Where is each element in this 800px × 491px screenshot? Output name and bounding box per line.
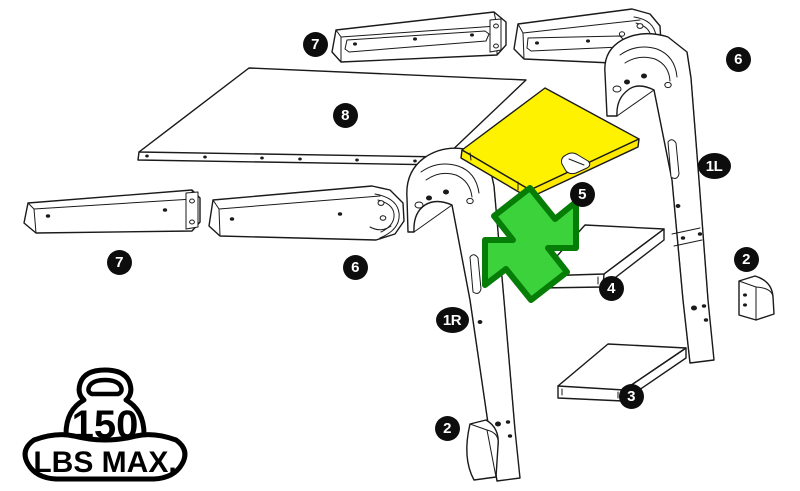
callout-6-top: 6 [725, 46, 751, 72]
part-2-foot-cap-right [738, 275, 775, 321]
callout-2-left: 2 [434, 415, 460, 441]
slot-handle-icon [561, 152, 591, 175]
callout-3: 3 [618, 383, 644, 409]
callout-1L: 1L [697, 153, 731, 179]
part-1L-left-leg [604, 32, 715, 364]
weight-number: 150 [72, 403, 139, 447]
banner-ribbon-icon [22, 432, 188, 482]
callout-7-top: 7 [302, 31, 328, 57]
part-7-left-rail [23, 189, 201, 234]
part-5-highlighted-shelf-panel [460, 87, 640, 199]
part-6-left-rail [208, 185, 405, 241]
part-6-upper-rail-top-right [513, 8, 662, 65]
callout-1R: 1R [435, 307, 469, 333]
weight-label: LBS MAX. [33, 446, 176, 479]
callout-4: 4 [598, 275, 624, 301]
callout-6-left: 6 [342, 254, 368, 280]
callout-2-right: 2 [733, 246, 759, 272]
weight-limit-badge: 150 LBS MAX. [14, 358, 196, 484]
callout-7-left: 7 [106, 249, 132, 275]
callout-8: 8 [332, 102, 358, 128]
callout-5: 5 [569, 181, 595, 207]
part-7-upper-rail-top [331, 11, 507, 63]
part-2-foot-cap-left [466, 419, 499, 481]
